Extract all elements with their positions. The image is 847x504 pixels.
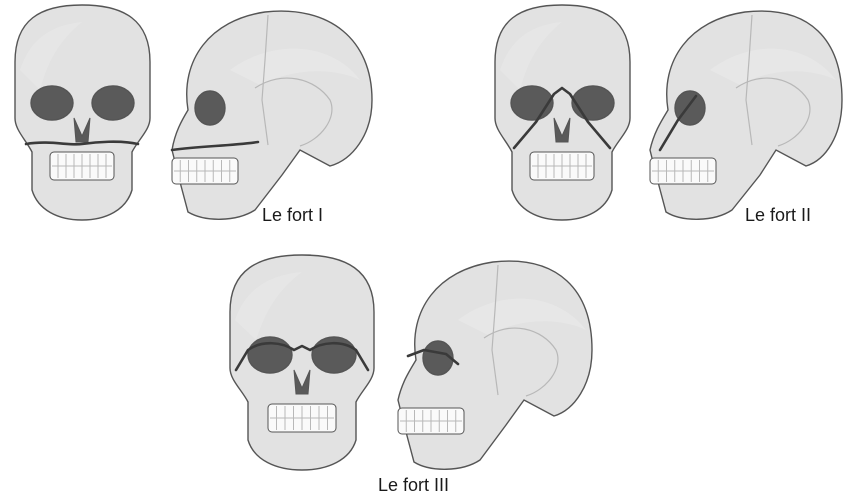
panel-le-fort-3: Le fort III (210, 250, 630, 504)
lateral-orbit (423, 341, 453, 375)
caption-le-fort-1: Le fort I (262, 205, 323, 226)
lateral-skull (650, 11, 842, 219)
right-orbit (572, 86, 614, 120)
right-orbit (92, 86, 134, 120)
le-fort-3-illustration (210, 250, 630, 504)
lateral-orbit (195, 91, 225, 125)
panel-le-fort-1: Le fort I (0, 0, 400, 240)
lateral-skull (398, 261, 592, 469)
caption-le-fort-2: Le fort II (745, 205, 811, 226)
le-fort-2-illustration (470, 0, 847, 240)
left-orbit (31, 86, 73, 120)
caption-le-fort-3: Le fort III (378, 475, 449, 496)
lateral-skull (172, 11, 372, 219)
frontal-skull (15, 5, 150, 220)
frontal-skull (495, 5, 630, 220)
frontal-skull (230, 255, 374, 470)
panel-le-fort-2: Le fort II (470, 0, 847, 240)
le-fort-1-illustration (0, 0, 400, 240)
